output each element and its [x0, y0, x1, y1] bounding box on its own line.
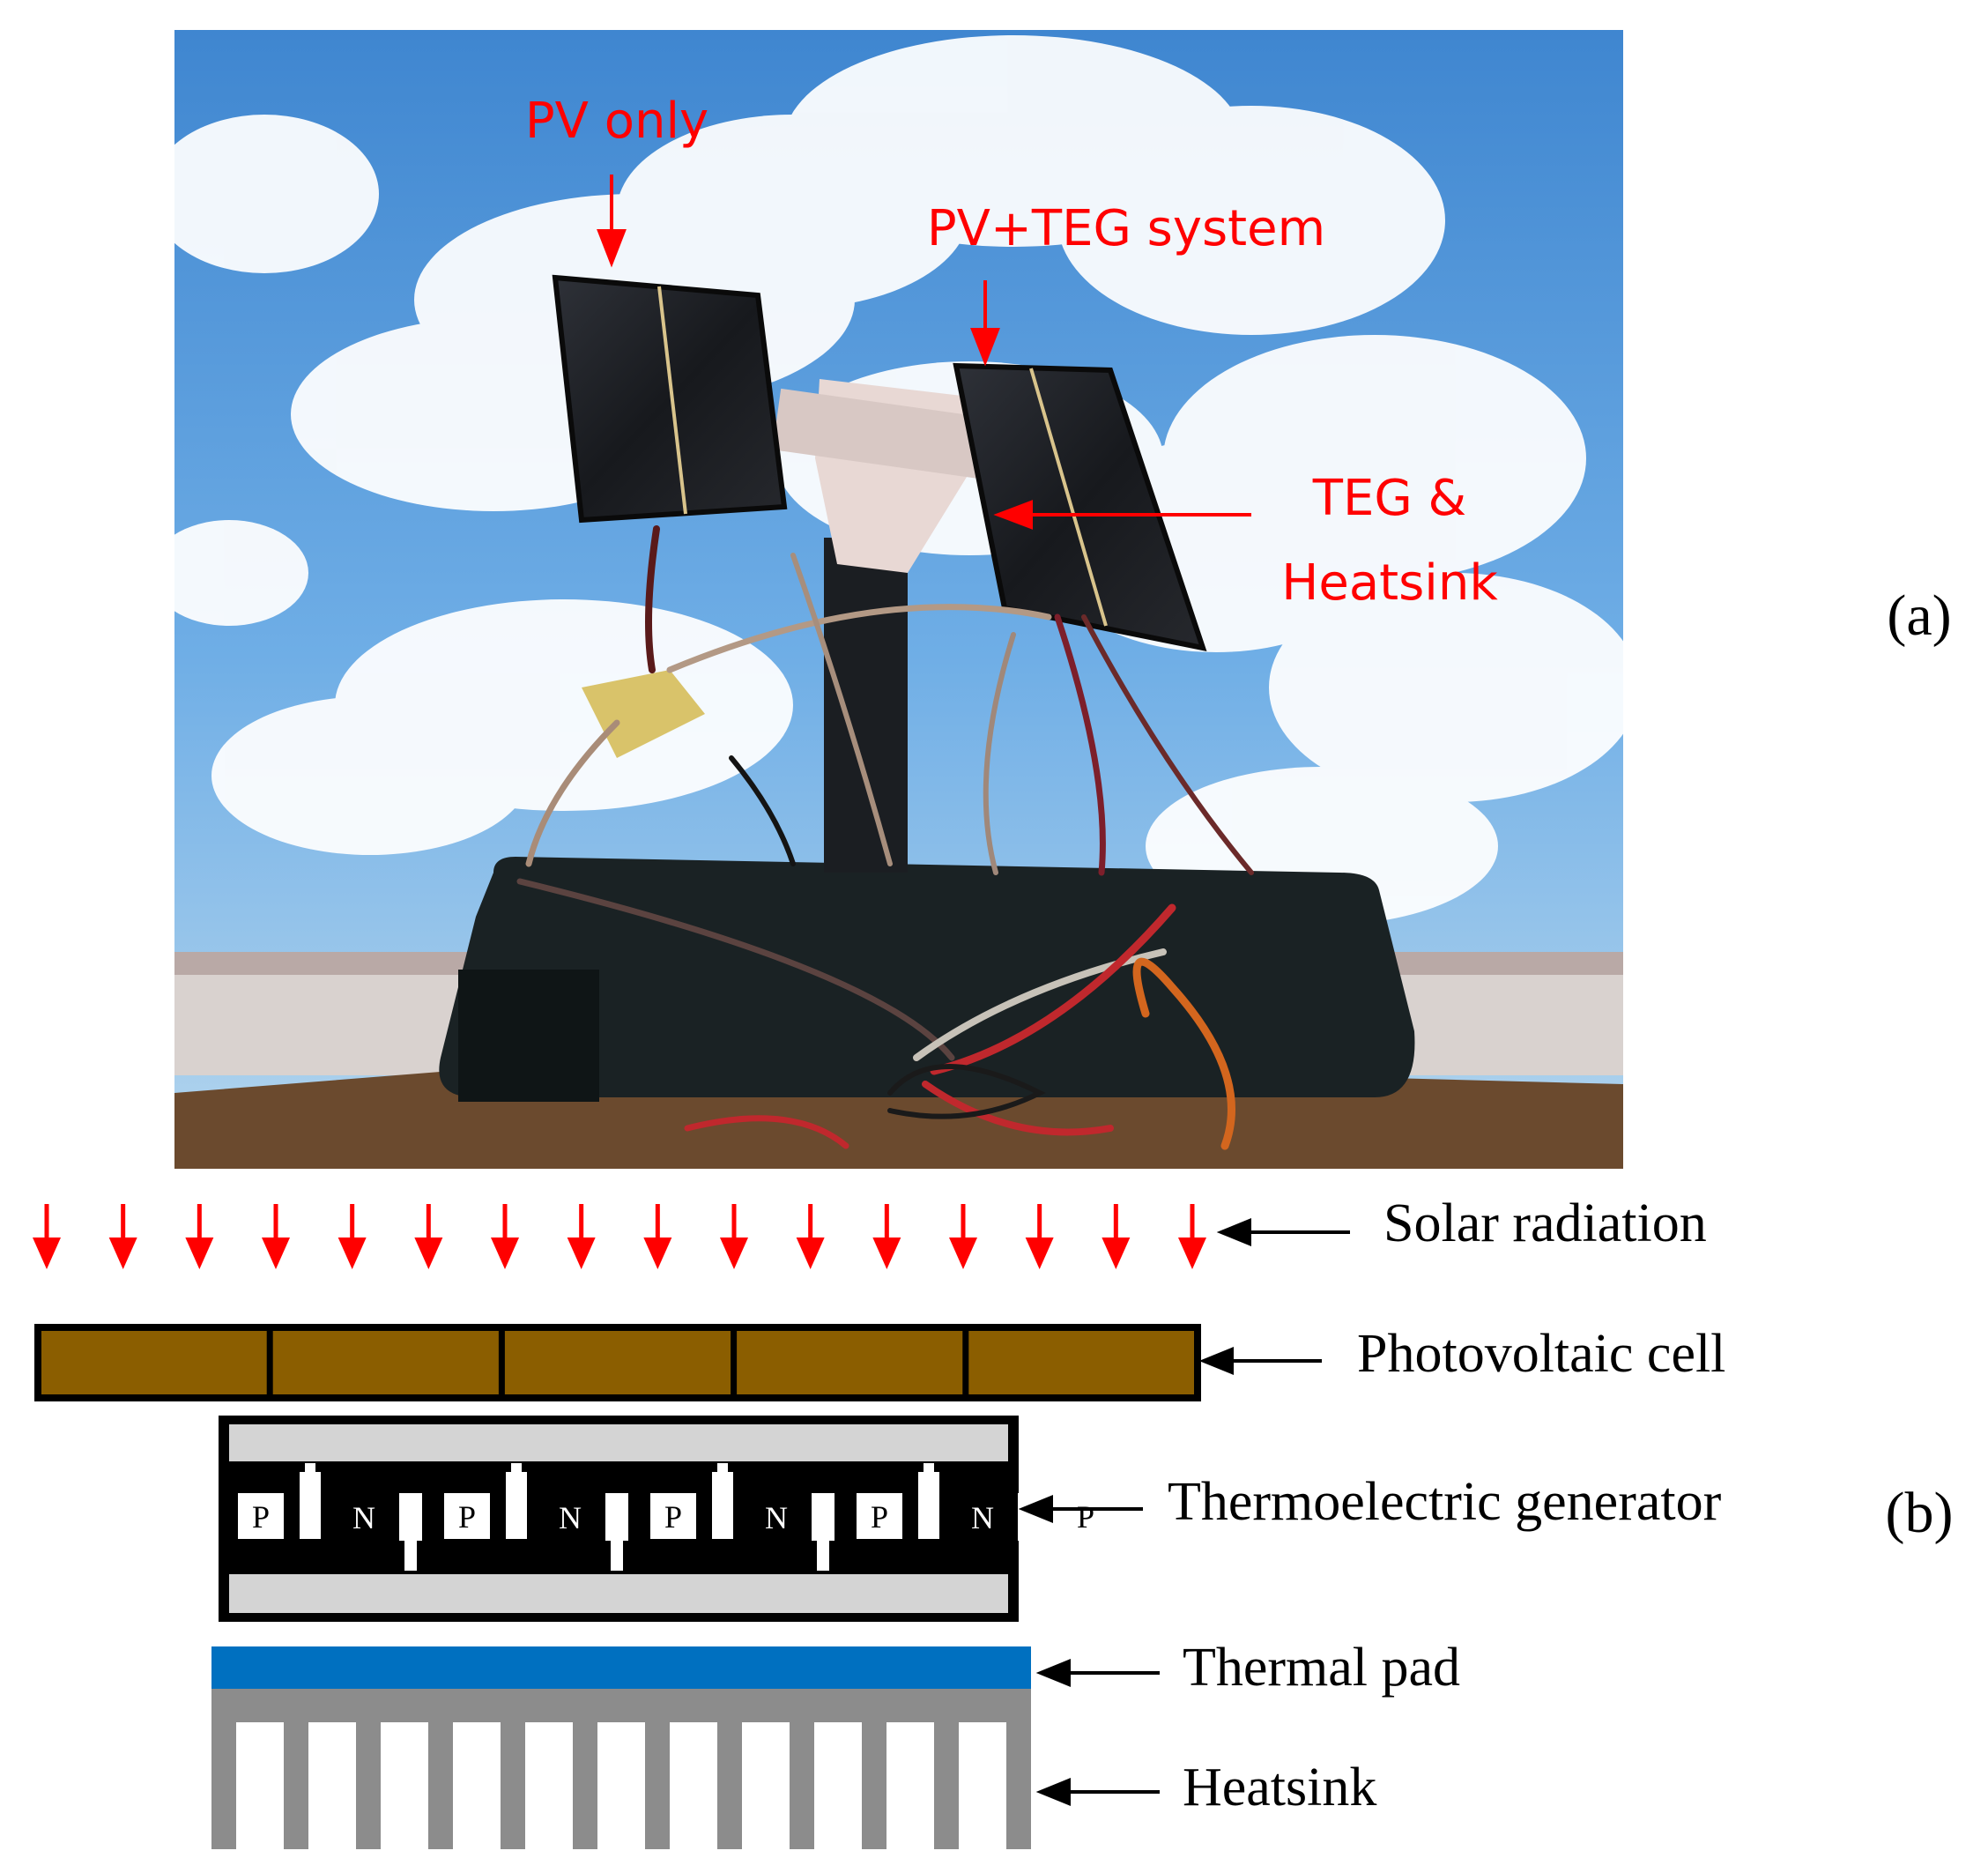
thermal-pad — [211, 1646, 1031, 1689]
heatsink-fin — [428, 1719, 453, 1849]
n-label: N — [1177, 1500, 1200, 1535]
heatsink-fin — [934, 1719, 959, 1849]
n-label: N — [971, 1500, 994, 1535]
radiation-arrow — [491, 1204, 519, 1269]
caption-teg-heatsink-line1: TEG & — [1312, 470, 1466, 527]
radiation-arrow — [720, 1204, 748, 1269]
n-label: N — [352, 1500, 375, 1535]
panel-label-b: (b) — [1886, 1481, 1954, 1545]
n-type-element: N — [352, 1493, 422, 1571]
bracket-arm — [772, 388, 1026, 485]
p-type-element: P — [650, 1463, 733, 1539]
panel-label-a: (a) — [1887, 583, 1951, 648]
radiation-arrow — [796, 1204, 825, 1269]
radiation-arrow — [1178, 1204, 1206, 1269]
photo-panel — [150, 30, 1639, 1169]
heatsink-fin — [645, 1719, 670, 1849]
radiation-arrow — [1025, 1204, 1054, 1269]
heatsink-fin — [717, 1719, 742, 1849]
n-label: N — [765, 1500, 788, 1535]
solar-radiation-arrows — [33, 1204, 1206, 1269]
heatsink-fin — [1006, 1719, 1031, 1849]
radiation-arrow — [1102, 1204, 1131, 1269]
layer-arrows — [1018, 1218, 1350, 1806]
heatsink-fin — [790, 1719, 814, 1849]
p-label: P — [871, 1499, 888, 1535]
label-thermoelectric-generator: Thermoelectric generator — [1168, 1472, 1722, 1532]
p-type-element: P — [1063, 1463, 1146, 1539]
radiation-arrow — [872, 1204, 901, 1269]
radiation-arrow — [414, 1204, 443, 1269]
controller-box — [439, 857, 1415, 1097]
teg-bottom-plate — [229, 1574, 1008, 1613]
p-type-element: P — [857, 1463, 939, 1539]
caption-pv-only: PV only — [525, 93, 708, 150]
solar-panel-pv-only — [552, 274, 788, 524]
caption-pv-teg-system: PV+TEG system — [927, 200, 1325, 257]
n-label: N — [559, 1500, 582, 1535]
radiation-arrow — [338, 1204, 367, 1269]
photo-arrows — [597, 175, 1251, 530]
heatsink-fins — [211, 1719, 1031, 1849]
caption-teg-heatsink-line2: Heatsink — [1281, 554, 1498, 612]
radiation-arrow — [108, 1204, 137, 1269]
p-type-element: P — [444, 1463, 527, 1539]
p-label: P — [458, 1499, 476, 1535]
n-type-element: N — [765, 1493, 835, 1571]
solar-panel-pv-teg — [953, 362, 1207, 651]
p-label: P — [252, 1499, 270, 1535]
support-post — [824, 538, 908, 873]
heatsink-fin — [573, 1719, 597, 1849]
p-label: P — [1077, 1499, 1094, 1535]
label-photovoltaic-cell: Photovoltaic cell — [1357, 1324, 1725, 1384]
photovoltaic-cell — [34, 1324, 1201, 1401]
radiation-arrow — [33, 1204, 61, 1269]
radiation-arrow — [567, 1204, 596, 1269]
heatsink-fin — [501, 1719, 525, 1849]
wires — [516, 525, 1254, 1150]
label-solar-radiation: Solar radiation — [1383, 1193, 1707, 1253]
p-label: P — [664, 1499, 682, 1535]
n-type-element: N — [559, 1493, 628, 1571]
tape — [582, 670, 705, 758]
heatsink-fin — [211, 1719, 236, 1849]
box-side — [458, 970, 599, 1102]
heatsink-fin — [356, 1719, 381, 1849]
label-thermal-pad: Thermal pad — [1183, 1638, 1460, 1698]
heatsink — [211, 1689, 1031, 1849]
n-type-element: N — [971, 1493, 1041, 1571]
p-type-element: P — [238, 1463, 321, 1539]
label-heatsink: Heatsink — [1183, 1758, 1376, 1817]
heatsink-fin — [862, 1719, 886, 1849]
teg-top-plate — [229, 1424, 1008, 1461]
n-type-element: N — [1177, 1500, 1200, 1535]
heatsink-fin — [284, 1719, 308, 1849]
radiation-arrow — [262, 1204, 290, 1269]
radiation-arrow — [643, 1204, 672, 1269]
radiation-arrow — [185, 1204, 214, 1269]
radiation-arrow — [949, 1204, 977, 1269]
